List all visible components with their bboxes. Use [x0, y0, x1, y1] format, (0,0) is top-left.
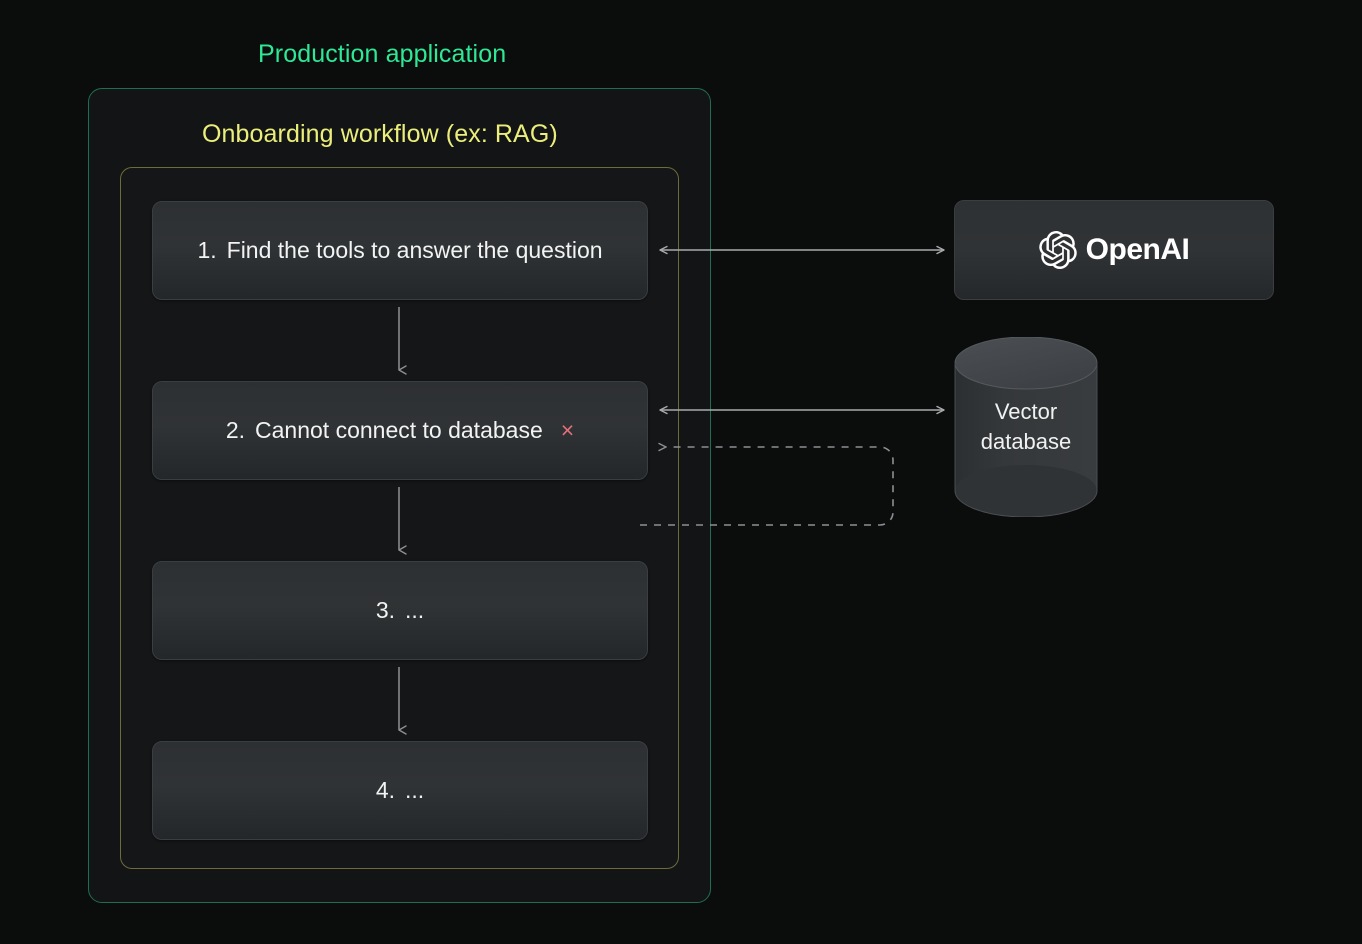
error-x-icon: × — [560, 417, 575, 443]
step-2-label: Cannot connect to database — [255, 417, 543, 443]
step-1-label: Find the tools to answer the question — [226, 237, 603, 263]
step-4-label: ... — [405, 777, 425, 803]
openai-node-label: OpenAI — [1085, 233, 1190, 266]
workflow-step-1[interactable]: 1. Find the tools to answer the question — [152, 201, 648, 300]
step-3-number: 3. — [375, 597, 395, 623]
vector-database-node[interactable]: Vector database — [953, 336, 1099, 518]
onboarding-workflow-title: Onboarding workflow (ex: RAG) — [202, 120, 558, 148]
production-application-title: Production application — [258, 40, 507, 68]
openai-node[interactable]: OpenAI — [954, 200, 1274, 300]
workflow-step-3[interactable]: 3. ... — [152, 561, 648, 660]
step-3-label: ... — [405, 597, 425, 623]
workflow-step-4[interactable]: 4. ... — [152, 741, 648, 840]
step-1-number: 1. — [197, 237, 217, 263]
step-4-number: 4. — [375, 777, 395, 803]
database-cylinder-icon — [954, 336, 1098, 518]
step-2-number: 2. — [225, 417, 246, 443]
openai-blossom-icon — [1038, 231, 1077, 269]
workflow-step-2[interactable]: 2. Cannot connect to database × — [152, 381, 648, 480]
